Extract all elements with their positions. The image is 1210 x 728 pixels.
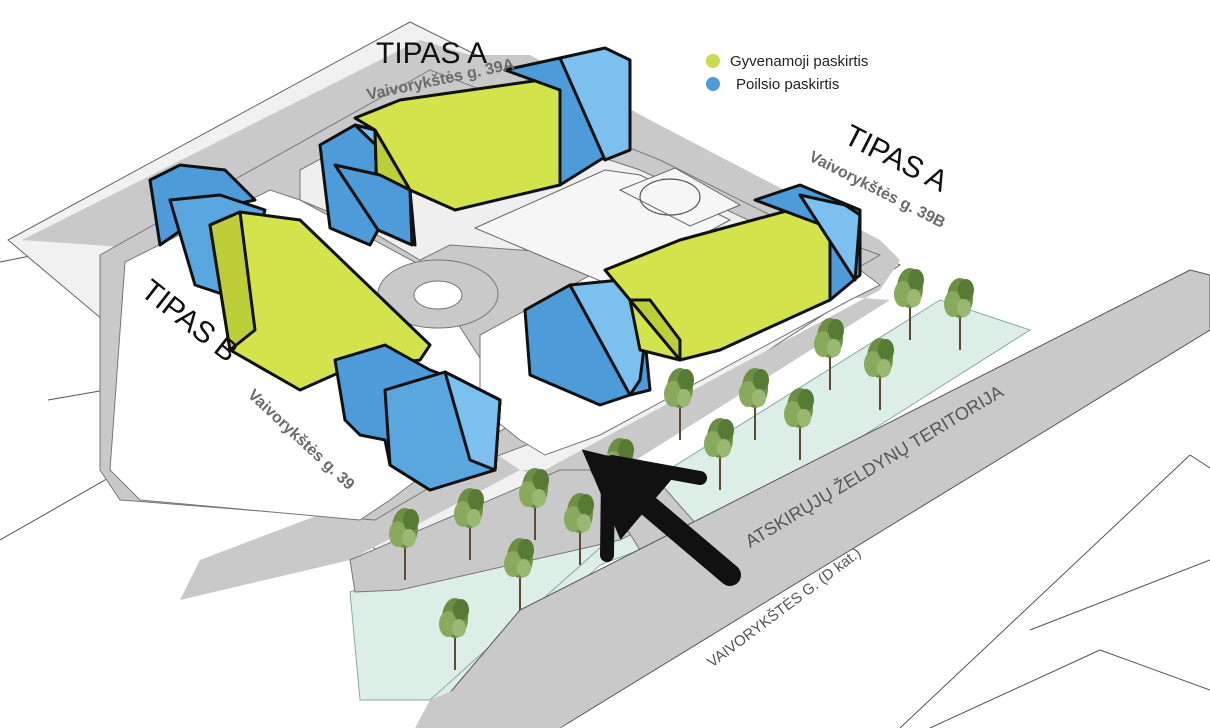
legend-label-recreation: Poilsio paskirtis (736, 76, 839, 93)
building-north-type-label: TIPAS A (376, 37, 487, 70)
legend-swatch-residential (706, 54, 720, 68)
legend-swatch-recreation (706, 77, 720, 91)
legend: Gyvenamoji paskirtis Poilsio paskirtis (706, 53, 868, 93)
building-west (148, 163, 502, 492)
entrance-arrows (581, 449, 741, 586)
building-north (318, 46, 632, 247)
building-east (523, 183, 862, 407)
main-road-sidewalk (415, 582, 735, 728)
context-lines (0, 247, 1210, 728)
legend-label-residential: Gyvenamoji paskirtis (730, 53, 868, 70)
